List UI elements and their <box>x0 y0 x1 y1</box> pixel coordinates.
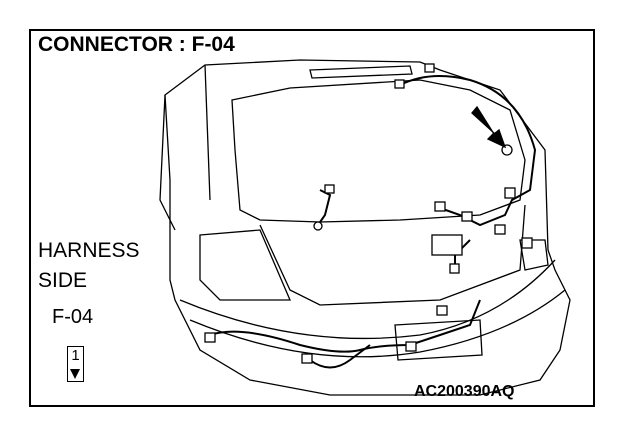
harness-side-label: HARNESS <box>38 239 140 262</box>
arrow-icon <box>471 105 507 149</box>
harness-side-label-2: SIDE <box>38 269 88 292</box>
diagram-frame <box>29 29 595 407</box>
connector-id-label: F-04 <box>52 306 94 328</box>
figure-code: AC200390AQ <box>414 383 515 400</box>
connector-pin-box: 1 <box>67 346 84 382</box>
pin-number: 1 <box>71 347 80 364</box>
triangle-down-icon <box>70 369 80 379</box>
diagram-title: CONNECTOR : F-04 <box>38 33 235 56</box>
